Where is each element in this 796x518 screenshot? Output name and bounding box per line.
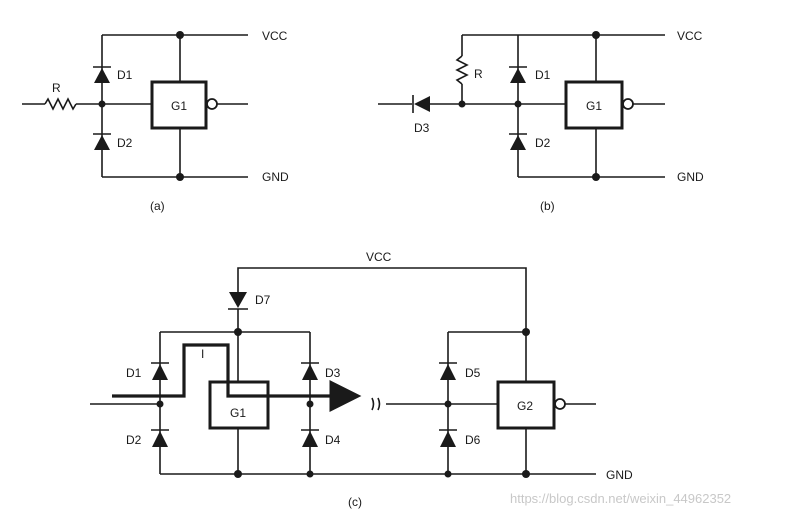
vcc-label: VCC — [677, 29, 703, 43]
diode-d1 — [93, 66, 111, 83]
gate-g1-label: G1 — [171, 99, 187, 113]
gnd-label: GND — [677, 170, 704, 184]
gate-g2 — [496, 380, 556, 430]
watermark: https://blog.csdn.net/weixin_44962352 — [510, 491, 731, 506]
panel-b: VCC GND D3 R D1 D2 — [378, 29, 704, 213]
resistor-label: R — [52, 81, 61, 95]
resistor-r — [455, 55, 469, 85]
diode-d1-label: D1 — [535, 68, 551, 82]
diode-d4-label: D4 — [325, 433, 341, 447]
diode-d4 — [301, 429, 319, 447]
gate-g1-label: G1 — [230, 406, 246, 420]
inverter-bubble — [554, 398, 566, 410]
diode-d1-label: D1 — [126, 366, 142, 380]
diode-d6 — [439, 429, 457, 447]
gnd-label: GND — [262, 170, 289, 184]
inverter-bubble — [622, 98, 634, 110]
gnd-label: GND — [606, 468, 633, 482]
diode-d3 — [412, 95, 430, 113]
diode-d5-label: D5 — [465, 366, 481, 380]
diode-d2 — [509, 133, 527, 150]
panel-a: VCC GND R D1 D2 G1 (a) — [22, 29, 289, 213]
break-symbol — [371, 397, 381, 411]
diode-d1 — [151, 362, 169, 380]
inverter-bubble — [206, 98, 218, 110]
diode-d3 — [301, 362, 319, 380]
diode-d6-label: D6 — [465, 433, 481, 447]
diode-d7 — [228, 292, 248, 310]
caption-c: (c) — [348, 495, 362, 509]
gate-g2-label: G2 — [517, 399, 533, 413]
caption-b: (b) — [540, 199, 555, 213]
diode-d2-label: D2 — [117, 136, 133, 150]
vcc-rail — [237, 267, 527, 332]
resistor-r — [44, 97, 77, 111]
diode-d1 — [509, 66, 527, 83]
diode-d2 — [93, 133, 111, 150]
gate-g1 — [564, 80, 624, 130]
current-label: I — [201, 347, 204, 361]
gate-g1 — [150, 80, 208, 130]
gate-g1-label: G1 — [586, 99, 602, 113]
diode-d7-label: D7 — [255, 293, 271, 307]
vcc-label: VCC — [262, 29, 288, 43]
diode-d5 — [439, 362, 457, 380]
current-path — [112, 343, 362, 412]
diode-d2-label: D2 — [535, 136, 551, 150]
diode-d3-label: D3 — [414, 121, 430, 135]
diode-d3-label: D3 — [325, 366, 341, 380]
diode-d1-label: D1 — [117, 68, 133, 82]
diode-d2-label: D2 — [126, 433, 142, 447]
panel-c: VCC D7 D1 D2 D3 — [90, 250, 633, 509]
gate-g1 — [208, 380, 270, 430]
diode-d2 — [151, 429, 169, 447]
caption-a: (a) — [150, 199, 165, 213]
resistor-label: R — [474, 67, 483, 81]
vcc-label: VCC — [366, 250, 392, 264]
